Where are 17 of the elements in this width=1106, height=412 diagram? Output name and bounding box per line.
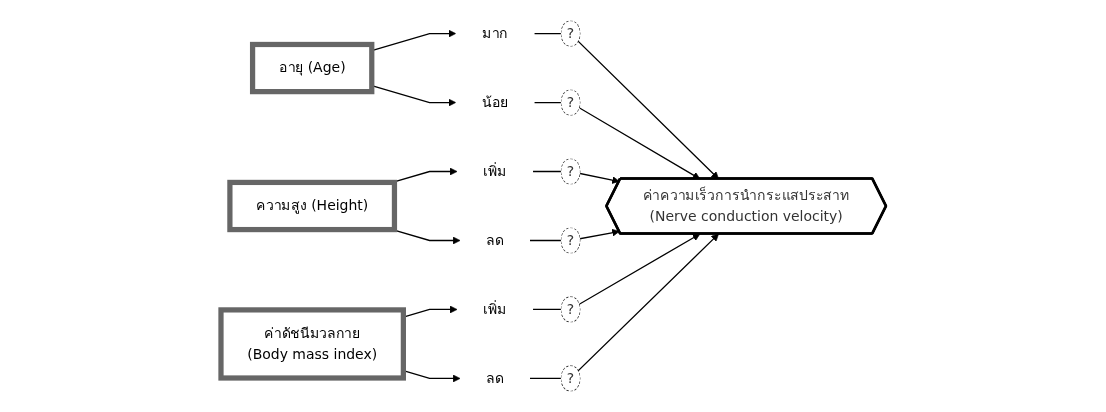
- node-text: เพิ่ม: [482, 162, 507, 180]
- node-box: ความสูง (Height): [226, 179, 397, 233]
- arrow: [531, 233, 700, 311]
- node-text: น้อย: [481, 93, 508, 111]
- node-box: อายุ (Age): [249, 41, 374, 95]
- edge-label: ?: [566, 162, 574, 180]
- edge-label: ?: [566, 300, 574, 318]
- edge-label: ?: [566, 231, 574, 249]
- node-text: ลด: [485, 369, 504, 387]
- edge-label: ?: [566, 93, 574, 111]
- arrow: [528, 233, 719, 380]
- node-box: ค่าดัชนีมวลกาย (Body mass index): [217, 307, 406, 381]
- node-text: ลด: [485, 231, 504, 249]
- edge-label: ?: [566, 369, 574, 387]
- edge-label: ?: [566, 24, 574, 42]
- node-text: มาก: [481, 24, 508, 42]
- node-text: เพิ่ม: [482, 300, 507, 318]
